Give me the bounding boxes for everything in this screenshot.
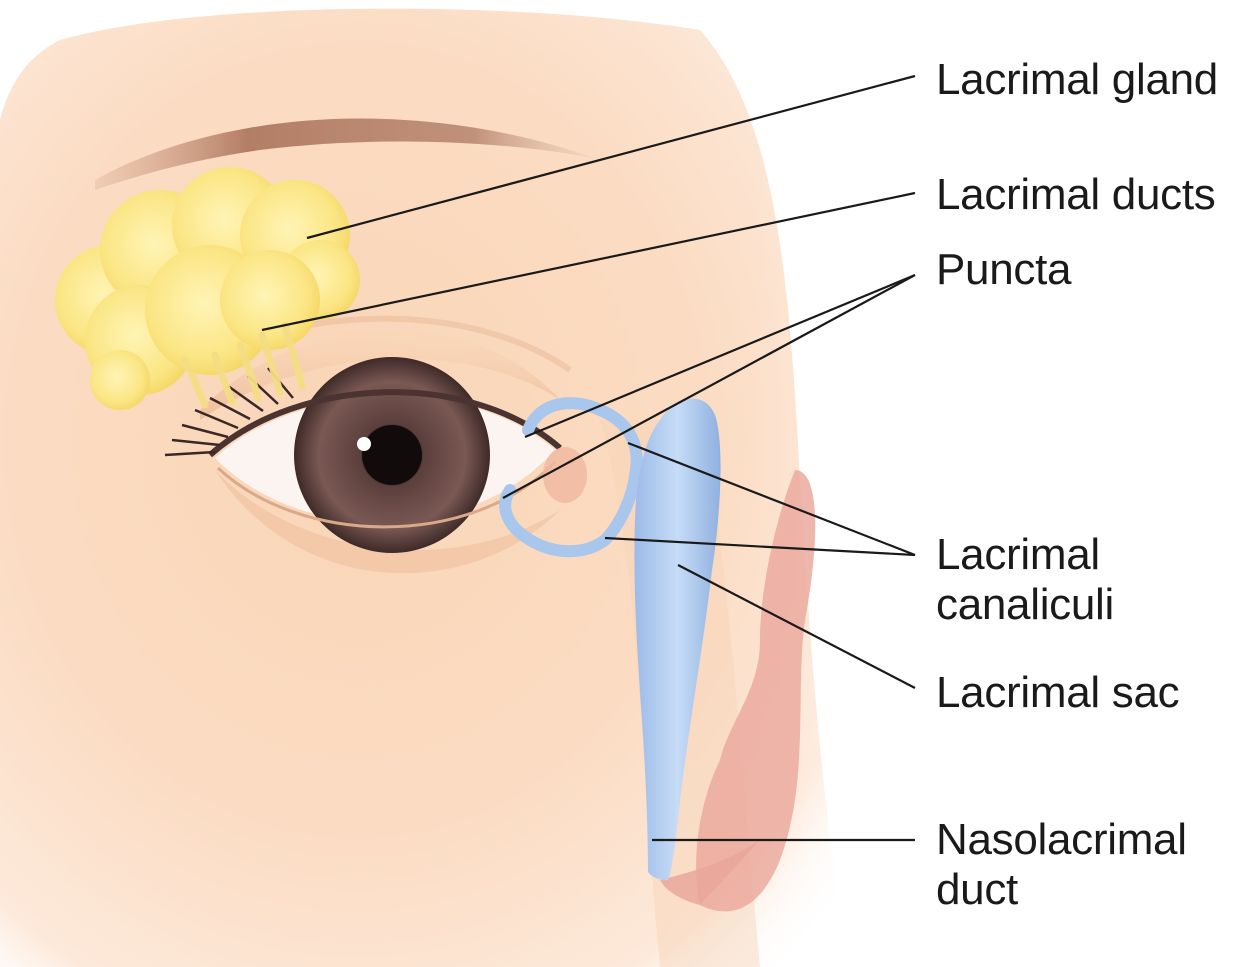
leader-line-canaliculi-upper — [628, 443, 915, 555]
label-puncta: Puncta — [936, 245, 1071, 295]
label-nasolacrimal-duct-line2: duct — [936, 865, 1187, 915]
leader-line-lacrimal-sac — [678, 565, 915, 688]
label-lacrimal-gland: Lacrimal gland — [936, 55, 1218, 105]
leader-line-puncta-lower — [503, 275, 915, 498]
leader-line-puncta-upper — [525, 275, 915, 437]
label-nasolacrimal-duct-line1: Nasolacrimal — [936, 815, 1187, 865]
label-puncta-text: Puncta — [936, 245, 1071, 295]
leader-line-canaliculi-lower — [605, 538, 915, 555]
label-lacrimal-canaliculi-line2: canaliculi — [936, 580, 1114, 630]
label-lacrimal-ducts: Lacrimal ducts — [936, 170, 1215, 220]
label-lacrimal-canaliculi-line1: Lacrimal — [936, 530, 1114, 580]
label-lacrimal-sac: Lacrimal sac — [936, 668, 1179, 718]
label-lacrimal-sac-text: Lacrimal sac — [936, 668, 1179, 718]
label-nasolacrimal-duct: Nasolacrimal duct — [936, 815, 1187, 915]
label-lacrimal-gland-text: Lacrimal gland — [936, 55, 1218, 105]
leader-line-lacrimal-ducts — [262, 193, 915, 330]
label-lacrimal-canaliculi: Lacrimal canaliculi — [936, 530, 1114, 630]
label-lacrimal-ducts-text: Lacrimal ducts — [936, 170, 1215, 220]
leader-line-lacrimal-gland — [307, 76, 915, 238]
